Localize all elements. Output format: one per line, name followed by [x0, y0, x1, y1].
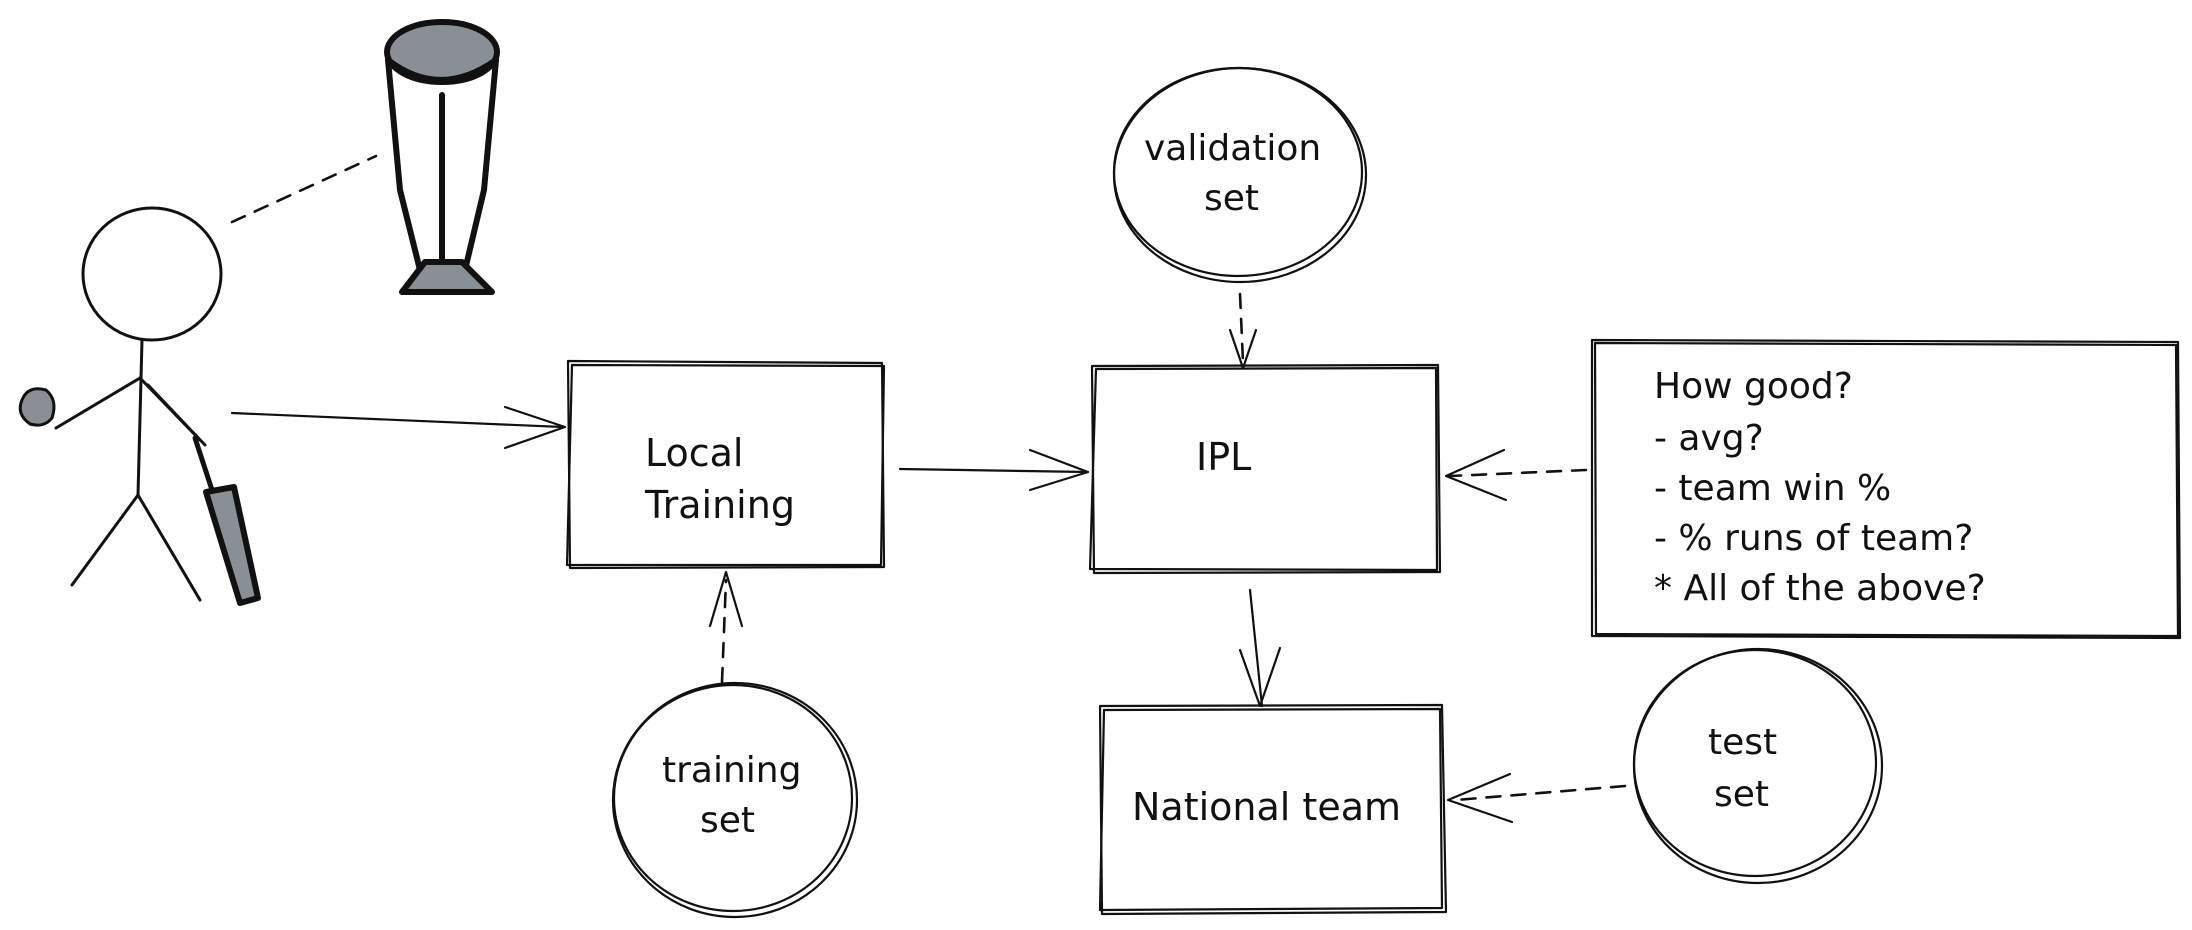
stick-figure-batsman-icon	[54, 206, 223, 602]
arrow-validation-to-ipl	[1228, 292, 1258, 370]
validation-set-line2: set	[1204, 178, 1259, 219]
cricket-bat-icon	[192, 435, 261, 606]
local-training-line2: Training	[644, 483, 795, 527]
arrow-local-training-to-ipl	[898, 448, 1090, 492]
ipl-box: IPL	[1088, 363, 1442, 575]
criteria-box: How good? - avg? - team win % - % runs o…	[1590, 338, 2182, 640]
cricket-ball-icon	[18, 387, 56, 427]
criteria-line-1: How good?	[1654, 366, 1853, 407]
criteria-line-3: - team win %	[1654, 468, 1891, 509]
training-set-node: training set	[611, 681, 859, 919]
criteria-line-4: - % runs of team?	[1654, 518, 1973, 559]
validation-set-node: validation set	[1112, 66, 1368, 284]
criteria-line-2: - avg?	[1654, 418, 1764, 459]
test-set-line2: set	[1714, 774, 1769, 815]
criteria-line-5: * All of the above?	[1654, 568, 1986, 609]
arrow-criteria-to-ipl	[1444, 448, 1588, 502]
arrow-figure-to-local-training	[230, 405, 567, 450]
trophy-connector-line	[230, 154, 378, 224]
national-team-box: National team	[1098, 703, 1448, 916]
training-set-line1: training	[662, 750, 801, 791]
test-set-node: test set	[1632, 647, 1884, 885]
training-set-line2: set	[700, 800, 755, 841]
local-training-box: Local Training	[565, 359, 886, 570]
trophy-icon	[384, 19, 500, 295]
national-team-label: National team	[1132, 785, 1401, 829]
validation-set-line1: validation	[1144, 128, 1321, 169]
ipl-label: IPL	[1196, 435, 1251, 479]
arrow-ipl-to-national-team	[1238, 588, 1282, 708]
test-set-line1: test	[1708, 722, 1777, 763]
arrow-test-to-national-team	[1446, 772, 1627, 824]
arrow-training-to-local-training	[708, 570, 744, 684]
local-training-line1: Local	[645, 431, 744, 475]
